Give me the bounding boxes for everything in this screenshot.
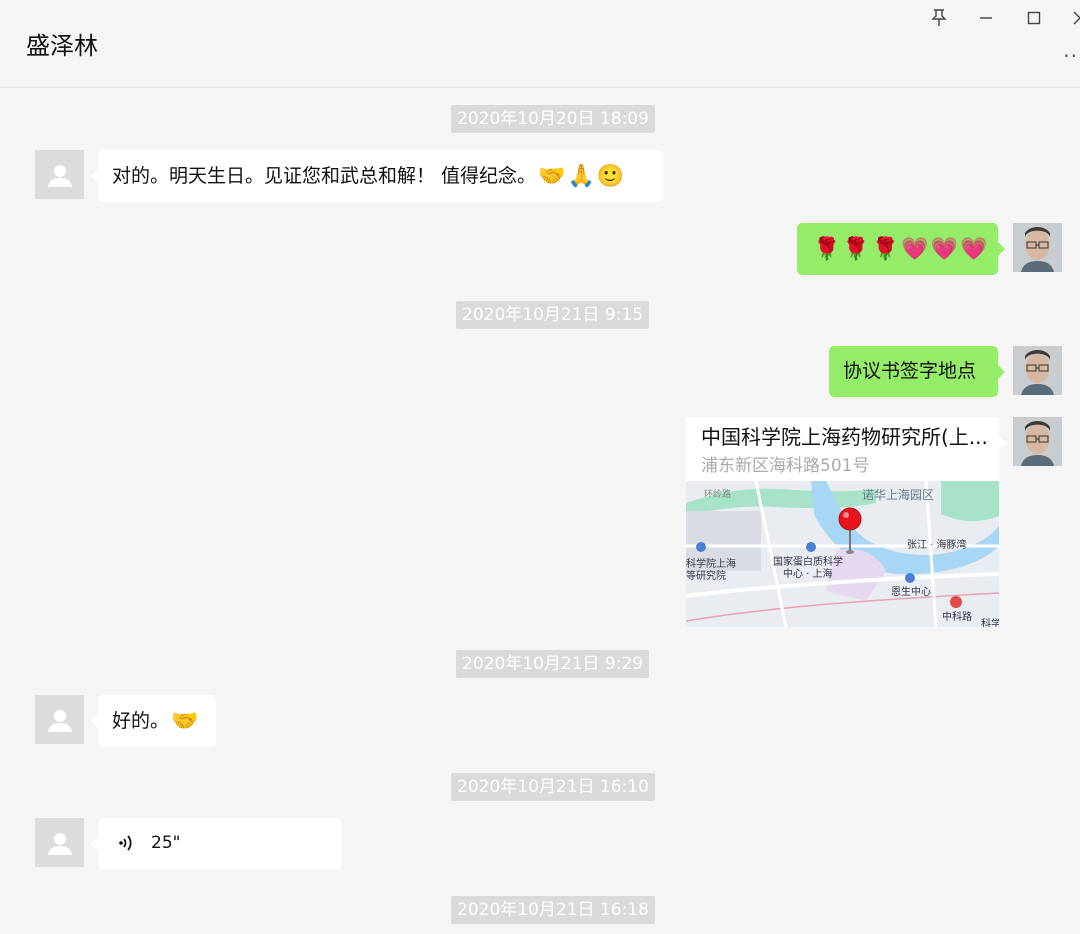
- heart-emoji: 💗: [960, 236, 988, 262]
- location-card[interactable]: 中国科学院上海药物研究所(上... 浦东新区海科路501号 诺华上海园区 环岭路…: [686, 417, 999, 627]
- my-avatar[interactable]: [1013, 417, 1062, 466]
- close-icon: [1073, 11, 1080, 25]
- timestamp: 2020年10月21日 9:29: [456, 650, 650, 678]
- voice-message[interactable]: 25": [91, 818, 342, 869]
- message-text: 协议书签字地点: [843, 360, 977, 382]
- default-avatar-icon: [47, 709, 72, 732]
- rose-emoji: 🌹: [871, 236, 900, 262]
- timestamp: 2020年10月21日 16:18: [451, 896, 655, 924]
- pin-window-button[interactable]: [925, 4, 953, 32]
- rose-emoji: 🌹: [842, 236, 870, 262]
- map-label-metro: 中科路: [942, 610, 972, 623]
- map-label-edge: 科学: [981, 617, 999, 627]
- timestamp: 2020年10月21日 9:15: [456, 301, 650, 329]
- message-text: 好的。: [112, 710, 170, 732]
- handshake-emoji: 🤝: [538, 163, 566, 189]
- location-title: 中国科学院上海药物研究所(上...: [701, 425, 988, 449]
- default-avatar-icon: [47, 832, 72, 855]
- my-avatar[interactable]: [1013, 223, 1062, 272]
- chat-header: 盛泽林 ··: [0, 0, 1080, 88]
- map-label-area2: 恩生中心: [891, 585, 931, 598]
- map-label-inst2-line2: 中心 · 上海: [783, 567, 833, 580]
- my-avatar[interactable]: [1013, 346, 1062, 395]
- rose-emoji: 🌹: [813, 236, 841, 262]
- location-address: 浦东新区海科路501号: [701, 456, 870, 476]
- heart-emoji: 💗: [901, 236, 929, 262]
- pray-emoji: 🙏: [567, 163, 595, 189]
- timestamp: 2020年10月21日 16:10: [451, 773, 655, 801]
- voice-duration: 25": [151, 833, 181, 853]
- more-options-button[interactable]: ··: [1063, 44, 1078, 68]
- minimize-icon: [979, 11, 993, 25]
- minimize-button[interactable]: [972, 4, 1000, 32]
- message-bubble-sent[interactable]: 🌹🌹🌹💗💗💗: [797, 223, 1005, 275]
- pin-window-icon: [931, 9, 947, 27]
- message-bubble-received[interactable]: 对的。明天生日。见证您和武总和解！ 值得纪念。🤝🙏🙂: [91, 150, 663, 202]
- map-pin-icon: [838, 507, 862, 554]
- map-label-inst1: 科学院上海: [686, 557, 736, 570]
- maximize-icon: [1027, 11, 1041, 25]
- smile-emoji: 🙂: [596, 163, 625, 189]
- default-avatar-icon: [47, 164, 72, 187]
- map-label-road: 环岭路: [704, 488, 731, 500]
- map-label-inst1-line2: 等研究院: [686, 569, 726, 582]
- message-text: 对的。明天生日。见证您和武总和解！ 值得纪念。: [112, 165, 537, 187]
- chat-message-area[interactable]: 2020年10月20日 18:09 对的。明天生日。见证您和武总和解！ 值得纪念…: [0, 89, 1080, 934]
- close-button[interactable]: [1066, 4, 1080, 32]
- handshake-emoji: 🤝: [171, 708, 199, 734]
- contact-avatar[interactable]: [35, 818, 84, 867]
- timestamp: 2020年10月20日 18:09: [451, 105, 655, 133]
- map-label-inst2: 国家蛋白质科学: [773, 555, 843, 568]
- map-label-park: 诺华上海园区: [862, 487, 934, 502]
- contact-avatar[interactable]: [35, 150, 84, 199]
- maximize-button[interactable]: [1020, 4, 1048, 32]
- voice-wave-icon: [118, 834, 134, 856]
- contact-avatar[interactable]: [35, 695, 84, 744]
- heart-emoji: 💗: [930, 236, 959, 262]
- map-label-area1: 张江 · 海豚湾: [907, 538, 967, 551]
- chat-title: 盛泽林: [26, 32, 98, 60]
- message-bubble-received[interactable]: 好的。🤝: [91, 695, 216, 747]
- location-map[interactable]: 诺华上海园区 环岭路 科学院上海 等研究院 国家蛋白质科学 中心 · 上海 张江…: [686, 481, 999, 627]
- message-bubble-sent[interactable]: 协议书签字地点: [829, 346, 1005, 397]
- location-card-arrow: [999, 436, 1006, 450]
